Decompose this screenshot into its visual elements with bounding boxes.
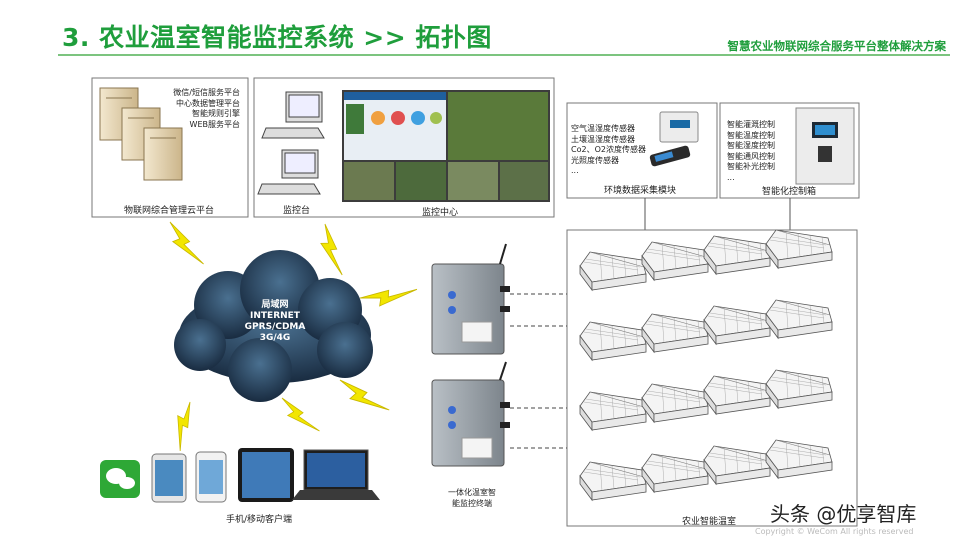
service-item: 中心数据管理平台 [176, 98, 240, 108]
service-item: 微信/短信服务平台 [173, 88, 240, 97]
network-line: INTERNET [250, 311, 300, 321]
sensor-item: 光照度传感器 [571, 155, 619, 165]
control-list: 智能灌溉控制 智能温度控制 智能湿度控制 智能通风控制 智能补光控制 ... [727, 120, 775, 183]
sensor-item: ... [571, 166, 579, 175]
terminal-label-line2: 能监控终端 [452, 498, 492, 508]
network-line: 局域网 [261, 300, 289, 310]
greenhouse-label: 农业智能温室 [682, 517, 737, 527]
control-item: ... [727, 172, 735, 182]
sensor-item: 空气温湿度传感器 [571, 124, 635, 133]
control-item: 智能温度控制 [727, 130, 775, 140]
cloud-service-list: 微信/短信服务平台 中心数据管理平台 智能规则引擎 WEB服务平台 [160, 88, 240, 130]
service-item: WEB服务平台 [189, 119, 240, 129]
terminal-label: 一体化温室智 能监控终端 [442, 488, 502, 509]
service-item: 智能规则引擎 [192, 109, 240, 118]
control-item: 智能补光控制 [727, 162, 775, 171]
control-box-label: 智能化控制箱 [762, 187, 817, 197]
control-item: 智能湿度控制 [727, 141, 775, 150]
copyright-text: Copyright © WeCom All rights reserved [755, 527, 914, 536]
sensor-item: 土壤温湿度传感器 [571, 134, 635, 144]
mobile-client-label: 手机/移动客户端 [226, 515, 293, 525]
control-item: 智能灌溉控制 [727, 120, 775, 129]
sensor-item: Co2、O2浓度传感器 [571, 145, 646, 154]
sensor-list: 空气温湿度传感器 土壤温湿度传感器 Co2、O2浓度传感器 光照度传感器 ... [571, 124, 646, 177]
watermark-text: 头条 @优享智库 [770, 502, 917, 526]
sensor-module-label: 环境数据采集模块 [604, 186, 677, 196]
monitoring-center-label: 监控中心 [422, 208, 459, 218]
monitoring-station-label: 监控台 [283, 206, 311, 216]
network-line: GPRS/CDMA [244, 322, 306, 332]
terminal-label-line1: 一体化温室智 [448, 488, 496, 497]
control-item: 智能通风控制 [727, 151, 775, 161]
cloud-platform-label: 物联网综合管理云平台 [124, 206, 215, 216]
page-title: 3. 农业温室智能监控系统 >> 拓扑图 [62, 23, 492, 52]
header-divider [58, 54, 950, 56]
network-labels: 局域网 INTERNET GPRS/CDMA 3G/4G [205, 300, 345, 344]
page-subtitle: 智慧农业物联网综合服务平台整体解决方案 [727, 39, 947, 53]
network-line: 3G/4G [259, 333, 291, 343]
